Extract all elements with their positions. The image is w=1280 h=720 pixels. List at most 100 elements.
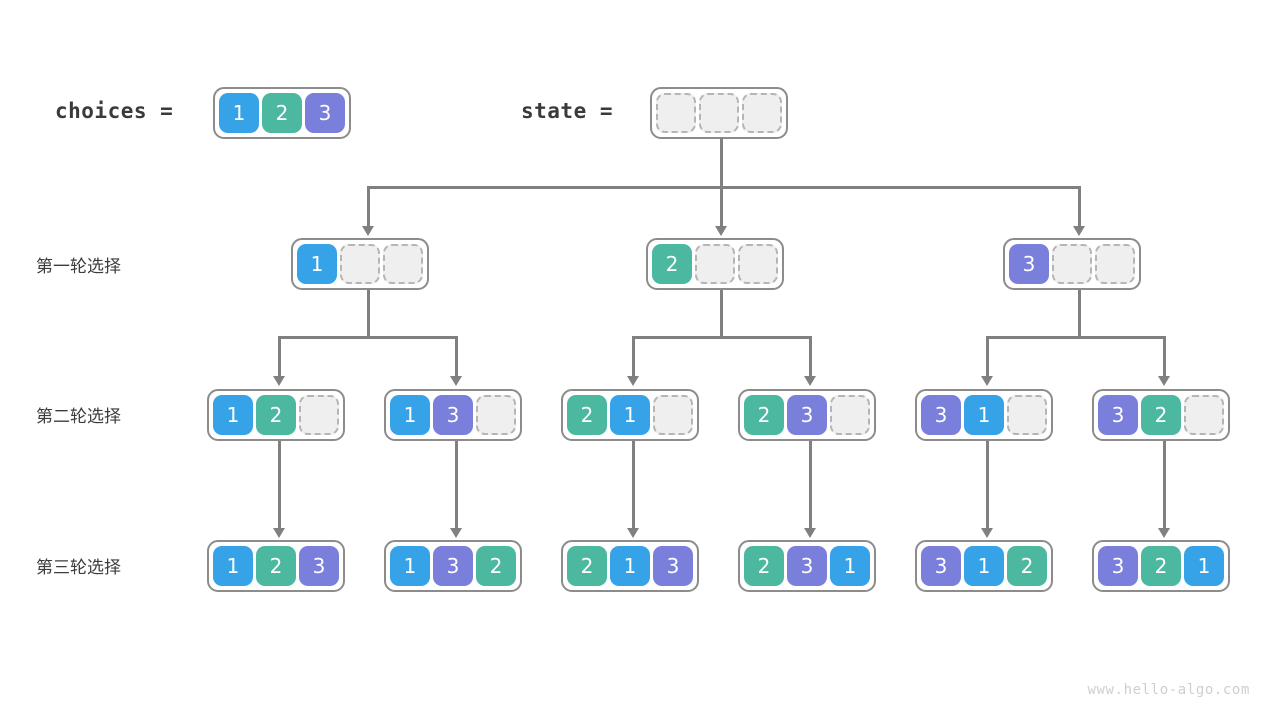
tree-node-r2-n4-cell-2 — [830, 395, 870, 435]
connector-root-stem — [720, 138, 723, 188]
connector-l2-drop-6 — [1163, 440, 1166, 530]
tree-node-r3-n2-cell-2: 2 — [476, 546, 516, 586]
tree-node-r1-n3-cell-1 — [1052, 244, 1092, 284]
connector-l1b-drop-2 — [809, 336, 812, 378]
tree-node-r2-n1-cell-2 — [299, 395, 339, 435]
tree-node-r3-n3-cell-0: 2 — [567, 546, 607, 586]
tree-node-r2-n6-cell-2 — [1184, 395, 1224, 435]
tree-node-r3-n1-cell-1: 2 — [256, 546, 296, 586]
arrow-l2-to-l3-4 — [804, 528, 816, 538]
tree-node-r3-n2-cell-1: 3 — [433, 546, 473, 586]
connector-l2-drop-4 — [809, 440, 812, 530]
tree-node-r2-n4-cell-0: 2 — [744, 395, 784, 435]
arrow-l1c-to-right — [1158, 376, 1170, 386]
tree-node-r2-n5-cell-0: 3 — [921, 395, 961, 435]
tree-node-r2-n2-cell-0: 1 — [390, 395, 430, 435]
tree-node-r1-n2: 2 — [646, 238, 784, 290]
tree-node-r2-n3-cell-0: 2 — [567, 395, 607, 435]
tree-node-r1-n2-cell-2 — [738, 244, 778, 284]
connector-l1c-drop-1 — [986, 336, 989, 378]
arrow-l1a-to-left — [273, 376, 285, 386]
tree-node-r3-n5-cell-2: 2 — [1007, 546, 1047, 586]
connector-l1b-drop-1 — [632, 336, 635, 378]
connector-l2-drop-2 — [455, 440, 458, 530]
choices-cell-2: 3 — [305, 93, 345, 133]
connector-l2-drop-1 — [278, 440, 281, 530]
tree-node-r3-n1-cell-0: 1 — [213, 546, 253, 586]
arrow-l2-to-l3-2 — [450, 528, 462, 538]
tree-node-r2-n5-cell-2 — [1007, 395, 1047, 435]
tree-node-r2-n5-cell-1: 1 — [964, 395, 1004, 435]
tree-node-r3-n5-cell-0: 3 — [921, 546, 961, 586]
connector-root-drop-1 — [367, 186, 370, 228]
arrow-l1b-to-right — [804, 376, 816, 386]
tree-node-r2-n3-cell-2 — [653, 395, 693, 435]
row-label-round-1: 第一轮选择 — [36, 257, 121, 277]
state-cell-2 — [742, 93, 782, 133]
connector-l1a-stem — [367, 288, 370, 338]
tree-node-r3-n1-cell-2: 3 — [299, 546, 339, 586]
tree-node-r2-n2-cell-2 — [476, 395, 516, 435]
tree-node-r1-n1-cell-1 — [340, 244, 380, 284]
connector-l1b-stem — [720, 288, 723, 338]
state-label: state = — [521, 99, 614, 123]
tree-node-r1-n2-cell-1 — [695, 244, 735, 284]
arrow-l2-to-l3-6 — [1158, 528, 1170, 538]
state-cell-0 — [656, 93, 696, 133]
connector-l1a-drop-1 — [278, 336, 281, 378]
arrow-l2-to-l3-3 — [627, 528, 639, 538]
tree-node-r2-n4-cell-1: 3 — [787, 395, 827, 435]
choices-label: choices = — [55, 99, 174, 123]
state-cell-1 — [699, 93, 739, 133]
arrow-root-to-n2 — [715, 226, 727, 236]
choices-cell-1: 2 — [262, 93, 302, 133]
arrow-l1a-to-right — [450, 376, 462, 386]
tree-node-r1-n1: 1 — [291, 238, 429, 290]
state-array — [650, 87, 788, 139]
connector-root-drop-2 — [720, 186, 723, 228]
tree-node-r3-n5-cell-1: 1 — [964, 546, 1004, 586]
tree-node-r1-n3-cell-0: 3 — [1009, 244, 1049, 284]
arrow-l1b-to-left — [627, 376, 639, 386]
tree-node-r2-n6-cell-1: 2 — [1141, 395, 1181, 435]
tree-node-r1-n3-cell-2 — [1095, 244, 1135, 284]
tree-node-r1-n1-cell-2 — [383, 244, 423, 284]
tree-node-r3-n6-cell-1: 2 — [1141, 546, 1181, 586]
arrow-l2-to-l3-5 — [981, 528, 993, 538]
connector-root-drop-3 — [1078, 186, 1081, 228]
tree-node-r1-n3: 3 — [1003, 238, 1141, 290]
arrow-root-to-n1 — [362, 226, 374, 236]
tree-node-r2-n3-cell-1: 1 — [610, 395, 650, 435]
tree-node-r3-n6-cell-2: 1 — [1184, 546, 1224, 586]
connector-l2-drop-3 — [632, 440, 635, 530]
row-label-round-3: 第三轮选择 — [36, 558, 121, 578]
tree-node-r2-n1-cell-0: 1 — [213, 395, 253, 435]
connector-l1a-bar — [278, 336, 458, 339]
connector-l1a-drop-2 — [455, 336, 458, 378]
tree-node-r3-n2-cell-0: 1 — [390, 546, 430, 586]
arrow-root-to-n3 — [1073, 226, 1085, 236]
arrow-l2-to-l3-1 — [273, 528, 285, 538]
tree-node-r2-n2-cell-1: 3 — [433, 395, 473, 435]
site-watermark: www.hello-algo.com — [1087, 682, 1250, 698]
tree-node-r2-n6-cell-0: 3 — [1098, 395, 1138, 435]
row-label-round-2: 第二轮选择 — [36, 407, 121, 427]
tree-node-r3-n3-cell-2: 3 — [653, 546, 693, 586]
connector-root-bar — [367, 186, 1080, 189]
tree-node-r3-n4-cell-2: 1 — [830, 546, 870, 586]
tree-node-r1-n2-cell-0: 2 — [652, 244, 692, 284]
tree-node-r3-n6-cell-0: 3 — [1098, 546, 1138, 586]
tree-node-r3-n4-cell-0: 2 — [744, 546, 784, 586]
